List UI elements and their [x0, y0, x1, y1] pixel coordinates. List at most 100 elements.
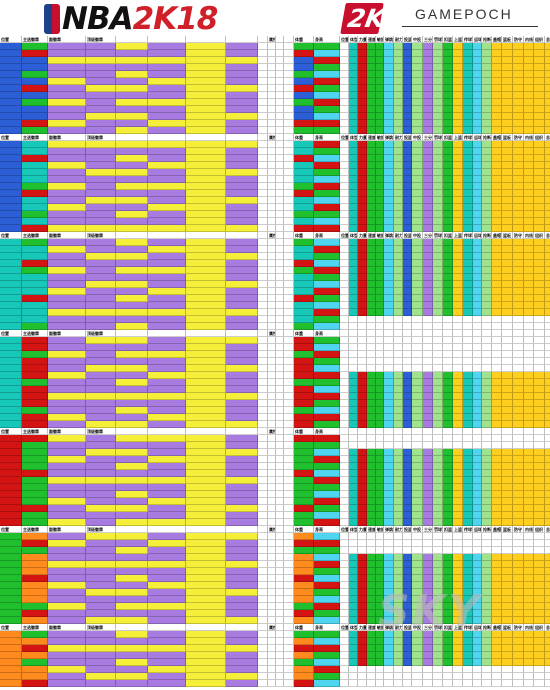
table-cell: 位置: [0, 526, 22, 533]
table-cell: [433, 43, 443, 50]
table-cell: [276, 512, 284, 519]
table-cell: [186, 323, 226, 330]
table-cell: [276, 302, 284, 309]
table-cell: [86, 127, 116, 134]
table-cell: [258, 547, 268, 554]
table-cell: [513, 386, 524, 393]
table-cell: [376, 456, 384, 463]
table-cell: [443, 400, 453, 407]
table-cell: 运球: [473, 36, 482, 43]
table-cell: [349, 211, 358, 218]
table-cell: [394, 99, 403, 106]
table-cell: [367, 344, 376, 351]
table-cell: [314, 680, 340, 687]
table-cell: [258, 512, 268, 519]
table-cell: [258, 113, 268, 120]
table-cell: [524, 414, 534, 421]
table-cell: [403, 505, 412, 512]
table-cell: [116, 505, 148, 512]
table-cell: [0, 43, 22, 50]
table-cell: [492, 302, 502, 309]
table-cell: [276, 547, 284, 554]
table-cell: [376, 197, 384, 204]
table-cell: [0, 456, 22, 463]
table-cell: [502, 71, 513, 78]
table-cell: [513, 554, 524, 561]
table-row: [0, 666, 550, 673]
table-cell: [294, 57, 314, 64]
table-cell: [349, 589, 358, 596]
table-cell: [453, 617, 463, 624]
table-row: 位置主选徽章副徽章顶级徽章属性体重身高位置体型力量速度敏捷弹跳耐力投篮中投三分罚…: [0, 526, 550, 533]
table-cell: [314, 92, 340, 99]
table-cell: [473, 99, 482, 106]
table-cell: [394, 596, 403, 603]
table-cell: [524, 309, 534, 316]
table-cell: [349, 330, 358, 337]
table-cell: [367, 603, 376, 610]
table-cell: [545, 50, 550, 57]
table-cell: [358, 547, 367, 554]
table-cell: [394, 323, 403, 330]
table-row: [0, 64, 550, 71]
table-cell: [433, 659, 443, 666]
table-cell: [394, 659, 403, 666]
table-cell: [148, 393, 186, 400]
table-cell: [403, 71, 412, 78]
table-cell: [473, 470, 482, 477]
table-cell: [492, 568, 502, 575]
table-cell: [513, 519, 524, 526]
table-cell: [148, 547, 186, 554]
table-cell: [86, 246, 116, 253]
table-cell: [482, 470, 492, 477]
table-cell: [394, 645, 403, 652]
table-cell: [268, 127, 276, 134]
table-cell: [473, 400, 482, 407]
table-cell: [268, 449, 276, 456]
table-cell: [403, 92, 412, 99]
table-cell: [48, 589, 86, 596]
table-cell: [403, 113, 412, 120]
table-cell: 内线: [524, 624, 534, 631]
table-cell: [412, 659, 423, 666]
table-cell: [116, 92, 148, 99]
table-cell: [463, 330, 473, 337]
table-cell: [0, 176, 22, 183]
table-cell: [384, 288, 394, 295]
table-cell: [349, 505, 358, 512]
table-cell: [433, 470, 443, 477]
table-cell: 抢断: [482, 526, 492, 533]
table-cell: [443, 631, 453, 638]
table-cell: [403, 603, 412, 610]
table-cell: [482, 582, 492, 589]
table-cell: [258, 281, 268, 288]
table-cell: [463, 603, 473, 610]
table-cell: [463, 274, 473, 281]
table-cell: [394, 344, 403, 351]
table-cell: [545, 246, 550, 253]
table-cell: [314, 337, 340, 344]
table-cell: [384, 589, 394, 596]
table-cell: [340, 540, 349, 547]
table-cell: [403, 239, 412, 246]
table-cell: [403, 120, 412, 127]
table-cell: [545, 85, 550, 92]
table-cell: [384, 337, 394, 344]
table-cell: [294, 288, 314, 295]
table-cell: 体型: [349, 624, 358, 631]
table-cell: [340, 120, 349, 127]
table-cell: [513, 400, 524, 407]
table-cell: [0, 85, 22, 92]
table-cell: [384, 652, 394, 659]
table-cell: [284, 267, 294, 274]
table-cell: [433, 155, 443, 162]
table-cell: [358, 43, 367, 50]
table-cell: [534, 162, 545, 169]
table-cell: [0, 603, 22, 610]
table-cell: [433, 239, 443, 246]
table-cell: [294, 302, 314, 309]
table-cell: [524, 120, 534, 127]
table-cell: [349, 519, 358, 526]
table-cell: [276, 421, 284, 428]
table-cell: 扣篮: [443, 134, 453, 141]
